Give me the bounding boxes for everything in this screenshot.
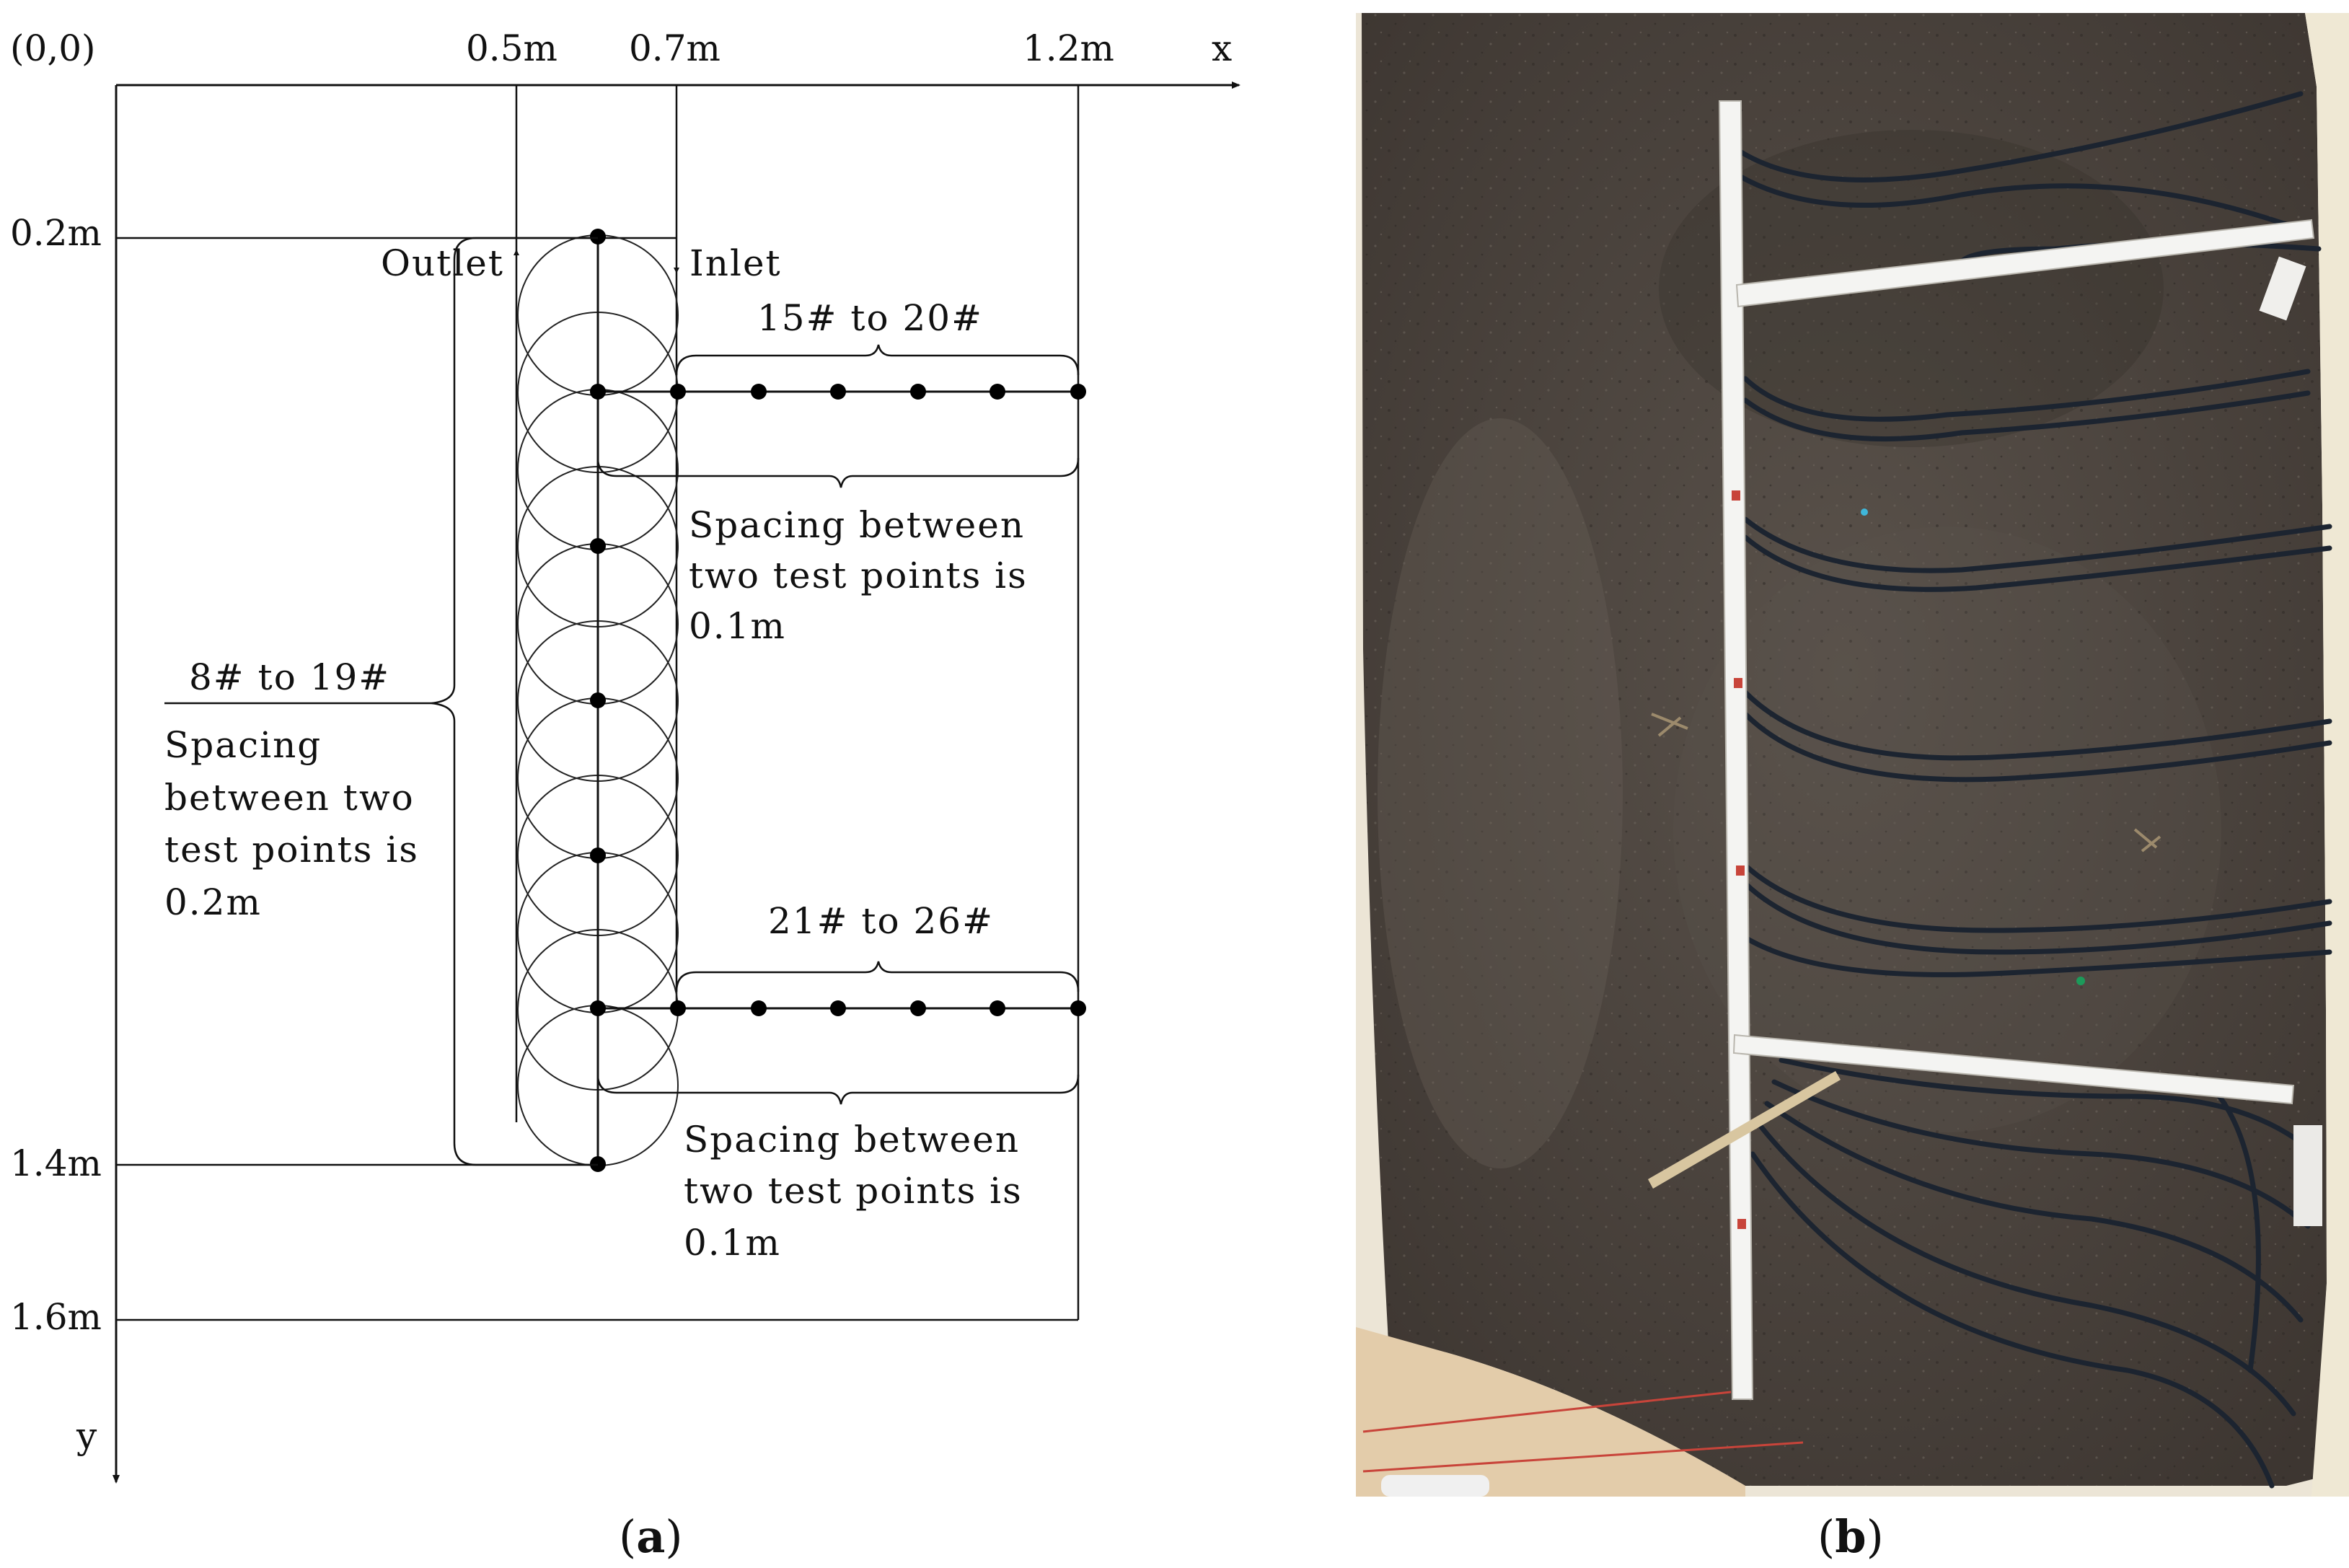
test-point bbox=[1070, 384, 1086, 400]
x-axis-label: x bbox=[1212, 27, 1232, 69]
test-point bbox=[590, 229, 606, 245]
spacing-note-line: two test points is bbox=[684, 1170, 1023, 1212]
pvc-vertical-pipe bbox=[1718, 100, 1754, 1400]
sensor-cable bbox=[1764, 1101, 2304, 1323]
sensor-cable bbox=[1757, 1122, 2296, 1417]
wooden-stick bbox=[1648, 1071, 1841, 1189]
test-point bbox=[590, 847, 606, 863]
pipe-end bbox=[1381, 1475, 1489, 1497]
inlet-label: Inlet bbox=[689, 242, 782, 284]
spacing-note-line: Spacing between bbox=[684, 1119, 1020, 1160]
sensor-cable bbox=[1750, 1151, 2275, 1489]
spacing-note-line: two test points is bbox=[689, 555, 1028, 596]
test-point bbox=[590, 1000, 606, 1016]
layout-schematic: (0,0) x y 0.5m 0.7m 1.2m 0.2m 1.4m 1.6m … bbox=[10, 27, 1240, 1563]
test-points bbox=[590, 229, 1086, 1172]
y-tick-label: 0.2m bbox=[10, 212, 102, 254]
test-point bbox=[751, 384, 767, 400]
soil-patch bbox=[1378, 418, 1623, 1168]
sensor-cable bbox=[1742, 390, 2311, 442]
sensor-cable bbox=[2204, 1079, 2261, 1373]
spacing-note-line: 0.1m bbox=[689, 605, 786, 647]
field-photo: (b) bbox=[1356, 13, 2349, 1563]
y-tick-label: 1.4m bbox=[10, 1142, 102, 1184]
blue-debris bbox=[1861, 508, 1868, 516]
brace-bottom-lower bbox=[596, 1074, 1080, 1105]
sensor-cable bbox=[1732, 170, 2307, 234]
test-point bbox=[590, 384, 606, 400]
sensor-cable bbox=[1779, 1057, 2318, 1157]
x-tick-label: 1.2m bbox=[1023, 27, 1114, 69]
group-range-label: 15# to 20# bbox=[757, 297, 983, 339]
floor-marker-line bbox=[1362, 1441, 1804, 1473]
pvc-bottom-crossbar bbox=[1732, 1034, 2295, 1105]
straw-debris bbox=[1651, 713, 1688, 737]
test-point bbox=[910, 1000, 926, 1016]
spacing-note-line: 0.2m bbox=[164, 881, 262, 923]
tape-marker bbox=[1734, 678, 1742, 688]
sensor-cable bbox=[1732, 91, 2304, 182]
test-point bbox=[590, 692, 606, 708]
brace-top-lower bbox=[596, 457, 1080, 488]
spacing-note-line: Spacing between bbox=[689, 504, 1025, 546]
pvc-top-crossbar bbox=[1735, 219, 2315, 308]
tape-marker bbox=[1732, 490, 1740, 501]
brace-top-upper bbox=[675, 344, 1080, 376]
sensor-cable bbox=[1742, 690, 2332, 761]
test-point bbox=[590, 538, 606, 554]
sensor-cable bbox=[1742, 863, 2332, 933]
panel-a-caption: (a) bbox=[619, 1510, 683, 1563]
x-tick-label: 0.7m bbox=[629, 27, 720, 69]
x-tick-label: 0.5m bbox=[466, 27, 557, 69]
origin-label: (0,0) bbox=[10, 27, 96, 69]
soil-patch bbox=[1659, 130, 2164, 447]
sensor-cable bbox=[1742, 369, 2311, 422]
spacing-note-line: test points is bbox=[164, 829, 419, 871]
pvc-frame bbox=[1718, 100, 2315, 1400]
group-range-label: 21# to 26# bbox=[768, 900, 994, 942]
y-axis-label: y bbox=[76, 1415, 97, 1457]
test-point bbox=[830, 384, 846, 400]
right-wall bbox=[2305, 13, 2349, 1497]
test-point bbox=[990, 1000, 1005, 1016]
test-point bbox=[670, 1000, 686, 1016]
brace-bottom-upper bbox=[675, 961, 1080, 992]
test-point bbox=[830, 1000, 846, 1016]
straw-debris bbox=[2133, 828, 2161, 853]
test-point bbox=[990, 384, 1005, 400]
tape-markers bbox=[1732, 490, 1746, 1229]
soil-texture bbox=[1362, 13, 2327, 1486]
spacing-note-line: between two bbox=[164, 777, 415, 819]
outlet-label: Outlet bbox=[381, 242, 504, 284]
test-point bbox=[910, 384, 926, 400]
sensor-cable bbox=[1742, 516, 2332, 573]
sensor-cable bbox=[1742, 935, 2332, 977]
test-point bbox=[670, 384, 686, 400]
cable-tape bbox=[2259, 256, 2306, 321]
tape-marker bbox=[1737, 1219, 1746, 1229]
cable-tape bbox=[2293, 1125, 2322, 1226]
spacing-note-line: 0.1m bbox=[684, 1222, 781, 1264]
sensor-cable bbox=[1742, 881, 2332, 955]
test-point bbox=[751, 1000, 767, 1016]
floor-marker-line bbox=[1362, 1391, 1732, 1433]
panel-b-caption: (b) bbox=[1817, 1510, 1884, 1563]
sensor-cable bbox=[1771, 1079, 2311, 1229]
test-point bbox=[1070, 1000, 1086, 1016]
group-range-label: 8# to 19# bbox=[189, 656, 390, 698]
spacing-note-line: Spacing bbox=[164, 724, 322, 766]
y-tick-label: 1.6m bbox=[10, 1296, 102, 1338]
green-debris bbox=[2076, 977, 2085, 985]
sensor-cable bbox=[1742, 534, 2332, 592]
tape-marker bbox=[1736, 866, 1745, 876]
sensor-cables bbox=[1732, 91, 2332, 1489]
sensor-cable bbox=[1742, 711, 2332, 783]
